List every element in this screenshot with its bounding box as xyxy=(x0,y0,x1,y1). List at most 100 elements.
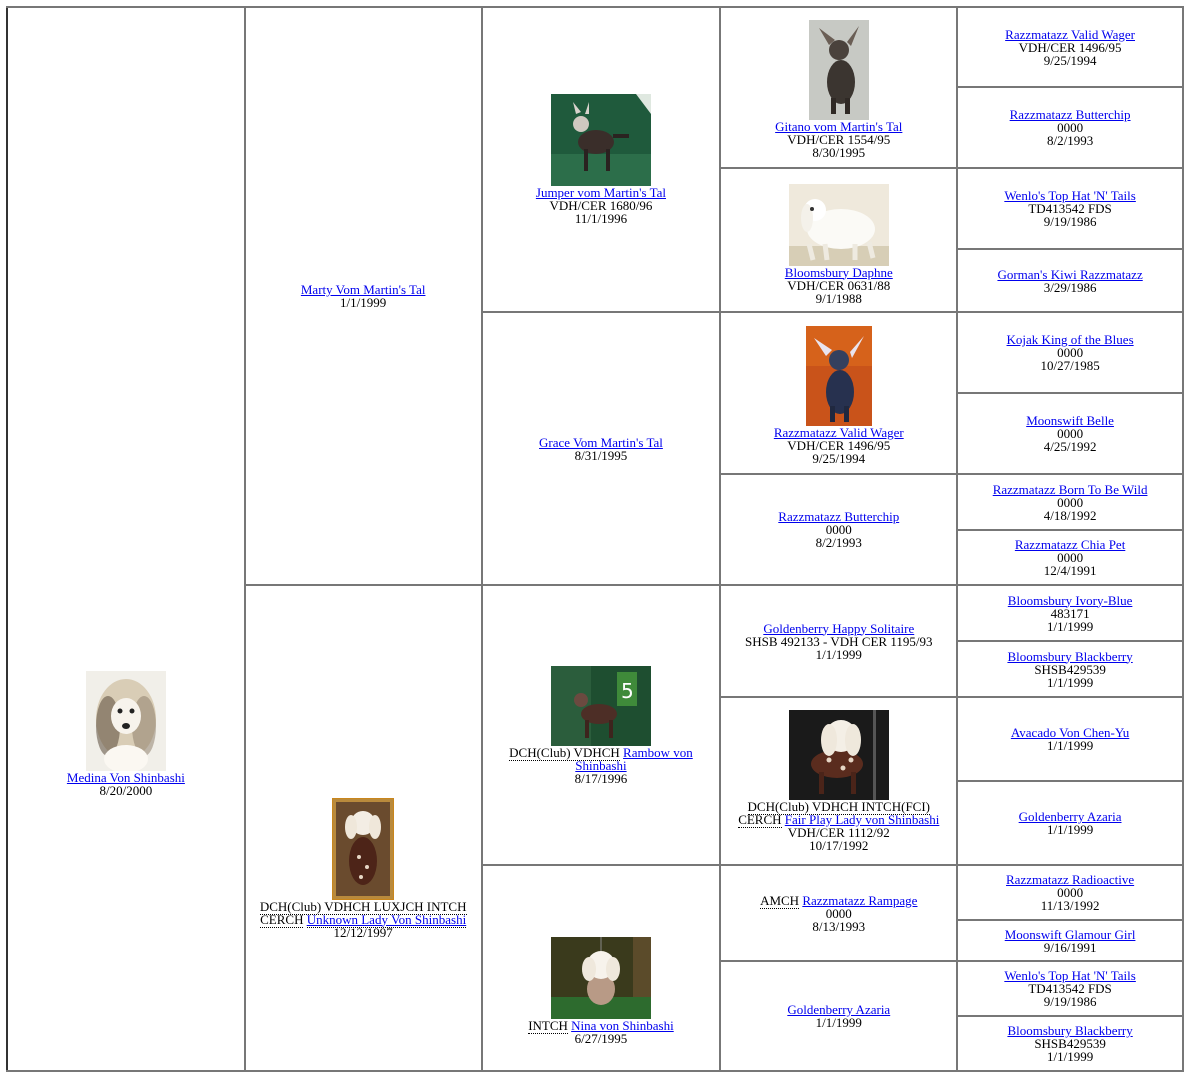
dog-date-d16: 8/2/1993 xyxy=(1046,133,1094,148)
gen5-cell-16: Bloomsbury Blackberry SHSB429539 1/1/199… xyxy=(956,1015,1184,1072)
dog-link-d21[interactable]: Razzmatazz Born To Be Wild xyxy=(992,481,1148,497)
dog-link-d23[interactable]: Bloomsbury Ivory-Blue xyxy=(1007,592,1133,608)
dog-link-d30[interactable]: Bloomsbury Blackberry xyxy=(1007,1023,1133,1038)
dog-date-d20: 4/25/1992 xyxy=(1043,439,1097,454)
dog-link-d29[interactable]: Wenlo's Top Hat 'N' Tails xyxy=(1004,968,1136,983)
dog-date-d6: 6/27/1995 xyxy=(574,1030,628,1046)
gen5-cell-6: Moonswift Belle 0000 4/25/1992 xyxy=(956,392,1184,475)
dog-reg-d3: VDH/CER 1680/96 xyxy=(549,198,653,213)
dog-link-d11[interactable]: Goldenberry Happy Solitaire xyxy=(763,620,915,636)
daphne-photo xyxy=(788,183,889,266)
gen4-cell-2: Bloomsbury Daphne VDH/CER 0631/88 9/1/19… xyxy=(719,167,959,313)
gen5-cell-2: Razzmatazz Butterchip 0000 8/2/1993 xyxy=(956,86,1184,169)
dog-link-d24[interactable]: Bloomsbury Blackberry xyxy=(1007,648,1133,664)
gen4-cell-4: Razzmatazz Butterchip 0000 8/2/1993 xyxy=(719,473,959,586)
dog-reg-d15: VDH/CER 1496/95 xyxy=(1018,39,1122,55)
dog-date-d15: 9/25/1994 xyxy=(1043,52,1097,68)
dog-reg-d17: TD413542 FDS xyxy=(1028,201,1112,216)
dog-link-d19[interactable]: Kojak King of the Blues xyxy=(1006,332,1134,347)
dog-reg-d10: 0000 xyxy=(825,522,852,537)
gen5-cell-9: Bloomsbury Ivory-Blue 483171 1/1/1999 xyxy=(956,584,1184,642)
dog-date-d23: 1/1/1999 xyxy=(1046,618,1094,634)
dog-reg-d23: 483171 xyxy=(1050,605,1090,621)
dog-reg-d9: VDH/CER 1496/95 xyxy=(787,437,891,453)
gen3-cell-4: INTCH Nina von Shinbashi 6/27/1995 xyxy=(480,864,722,1072)
gen4-cell-8: Goldenberry Azaria 1/1/1999 xyxy=(719,960,959,1072)
gen5-cell-13: Razzmatazz Radioactive 0000 11/13/1992 xyxy=(956,864,1184,921)
gen4-cell-3: Razzmatazz Valid Wager VDH/CER 1496/95 9… xyxy=(719,311,959,475)
dog-link-d26[interactable]: Goldenberry Azaria xyxy=(1018,809,1122,824)
dog-link-d27[interactable]: Razzmatazz Radioactive xyxy=(1006,872,1135,887)
dog-date-d7: 8/30/1995 xyxy=(812,145,866,160)
pedigree-table: Medina Von Shinbashi 8/20/2000 Marty Vom… xyxy=(6,6,1184,1072)
gen5-cell-14: Moonswift Glamour Girl 9/16/1991 xyxy=(956,919,1184,962)
valid-wager-photo xyxy=(805,325,872,426)
dog-date-d22: 12/4/1991 xyxy=(1043,563,1097,578)
dog-link-d20[interactable]: Moonswift Belle xyxy=(1026,413,1114,428)
dog-reg-d24: SHSB429539 xyxy=(1034,661,1106,677)
dog-date-d13: 8/13/1993 xyxy=(812,918,866,934)
dog-reg-d27: 0000 xyxy=(1057,885,1084,900)
medina-photo xyxy=(85,671,166,771)
title-prefix-d13: AMCH xyxy=(760,892,800,909)
dog-link-d9[interactable]: Razzmatazz Valid Wager xyxy=(773,424,904,440)
dog-link-d5[interactable]: Rambow von Shinbashi xyxy=(575,744,693,773)
dog-link-d7[interactable]: Gitano vom Martin's Tal xyxy=(775,119,903,134)
dog-link-d8[interactable]: Bloomsbury Daphne xyxy=(784,264,893,280)
dog-reg-d11: SHSB 492133 - VDH CER 1195/93 xyxy=(745,633,933,649)
dog-date-d24: 1/1/1999 xyxy=(1046,674,1094,690)
dog-link-d15[interactable]: Razzmatazz Valid Wager xyxy=(1005,26,1136,42)
dog-date-d11: 1/1/1999 xyxy=(815,646,862,662)
rambow-photo: 5 xyxy=(550,665,651,746)
dog-link-d1[interactable]: Marty Vom Martin's Tal xyxy=(300,282,426,297)
dog-date-d3: 11/1/1996 xyxy=(574,211,628,226)
dog-date-d10: 8/2/1993 xyxy=(815,535,862,550)
gen4-cell-7: AMCH Razzmatazz Rampage 0000 8/13/1993 xyxy=(719,864,959,962)
dog-reg-d13: 0000 xyxy=(825,905,852,921)
dog-date-d8: 9/1/1988 xyxy=(815,290,862,306)
gen3-cell-3: 5 DCH(Club) VDHCH Rambow von Shinbashi 8… xyxy=(480,584,722,866)
dog-reg-d12: VDH/CER 1112/92 xyxy=(787,825,890,840)
dog-date-d27: 11/13/1992 xyxy=(1040,898,1100,913)
dog-date-d12: 10/17/1992 xyxy=(809,838,869,853)
dog-date-d18: 3/29/1986 xyxy=(1043,279,1097,295)
dog-reg-d29: TD413542 FDS xyxy=(1028,981,1112,996)
dog-reg-d8: VDH/CER 0631/88 xyxy=(787,277,891,293)
subject-cell: Medina Von Shinbashi 8/20/2000 xyxy=(6,6,246,1072)
dog-link-d14[interactable]: Goldenberry Azaria xyxy=(787,1002,891,1017)
dog-reg-d21: 0000 xyxy=(1057,494,1084,510)
dog-date-d29: 9/19/1986 xyxy=(1043,994,1097,1009)
dog-link-d3[interactable]: Jumper vom Martin's Tal xyxy=(535,185,666,200)
svg-text:5: 5 xyxy=(621,679,634,703)
dog-link-d2[interactable]: Unknown Lady Von Shinbashi xyxy=(306,911,467,928)
dog-link-d18[interactable]: Gorman's Kiwi Razzmatazz xyxy=(997,266,1143,282)
dog-link-d13[interactable]: Razzmatazz Rampage xyxy=(802,892,918,908)
dog-date-d17: 9/19/1986 xyxy=(1043,214,1097,229)
dog-date-d14: 1/1/1999 xyxy=(815,1015,862,1030)
gitano-photo xyxy=(808,20,869,120)
gen4-cell-1: Gitano vom Martin's Tal VDH/CER 1554/95 … xyxy=(719,6,959,169)
dog-link-d0[interactable]: Medina Von Shinbashi xyxy=(66,770,185,785)
jumper-photo xyxy=(550,94,651,186)
dog-link-d4[interactable]: Grace Vom Martin's Tal xyxy=(539,434,663,450)
dog-link-d10[interactable]: Razzmatazz Butterchip xyxy=(778,509,900,524)
title-prefix-d6: INTCH xyxy=(528,1017,568,1034)
gen5-cell-1: Razzmatazz Valid Wager VDH/CER 1496/95 9… xyxy=(956,6,1184,88)
gen5-cell-8: Razzmatazz Chia Pet 0000 12/4/1991 xyxy=(956,529,1184,586)
dog-reg-d30: SHSB429539 xyxy=(1034,1036,1106,1051)
dog-reg-d7: VDH/CER 1554/95 xyxy=(787,132,891,147)
dog-link-d25[interactable]: Avacado Von Chen-Yu xyxy=(1010,725,1130,740)
dog-link-d28[interactable]: Moonswift Glamour Girl xyxy=(1004,926,1136,942)
dog-date-d21: 4/18/1992 xyxy=(1043,507,1097,523)
dog-link-d17[interactable]: Wenlo's Top Hat 'N' Tails xyxy=(1004,188,1136,203)
dog-link-d22[interactable]: Razzmatazz Chia Pet xyxy=(1014,537,1126,552)
dog-reg-d20: 0000 xyxy=(1057,426,1084,441)
gen4-cell-5: Goldenberry Happy Solitaire SHSB 492133 … xyxy=(719,584,959,698)
dog-date-d0: 8/20/2000 xyxy=(99,783,153,798)
dog-date-d25: 1/1/1999 xyxy=(1046,738,1094,753)
dog-link-d6[interactable]: Nina von Shinbashi xyxy=(571,1017,674,1033)
gen5-cell-3: Wenlo's Top Hat 'N' Tails TD413542 FDS 9… xyxy=(956,167,1184,250)
gen4-cell-6: DCH(Club) VDHCH INTCH(FCI) CERCH Fair Pl… xyxy=(719,696,959,866)
dog-link-d12[interactable]: Fair Play Lady von Shinbashi xyxy=(784,812,940,827)
dog-link-d16[interactable]: Razzmatazz Butterchip xyxy=(1009,107,1131,122)
